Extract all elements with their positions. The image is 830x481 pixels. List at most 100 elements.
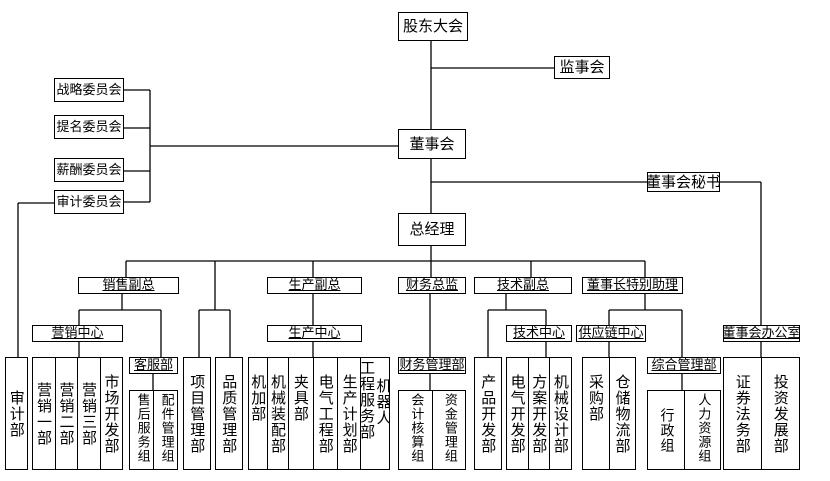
investment-dev-dept-label: 投资发展部: [771, 373, 790, 454]
solution-dev-dept-label: 方案开发部: [530, 374, 549, 454]
quality-mgmt-dept-box[interactable]: 品质管理部: [215, 357, 243, 470]
product-dev-dept-box[interactable]: 产品开发部: [474, 357, 502, 470]
product-dev-dept-label: 产品开发部: [479, 373, 498, 454]
purchasing-dept[interactable]: 采购部: [583, 358, 609, 469]
general-mgmt-label: 综合管理部: [651, 358, 717, 373]
nomination-committee-box[interactable]: 提名委员会: [54, 115, 124, 139]
audit-committee-box[interactable]: 审计委员会: [54, 190, 124, 214]
board-office-box[interactable]: 董事会办公室: [723, 325, 800, 342]
marketing-dept-2[interactable]: 营销二部: [54, 358, 78, 469]
marketing-dept-1[interactable]: 营销一部: [33, 358, 55, 469]
customer-service-box[interactable]: 客服部: [129, 357, 178, 374]
audit-dept-label: 审计部: [7, 389, 26, 438]
marketing-depts-group: 营销一部 营销二部 营销三部 市场开发部: [32, 357, 123, 470]
purchasing-dept-label: 采购部: [587, 374, 605, 422]
production-planning-dept[interactable]: 生产计划部: [337, 358, 360, 469]
quality-mgmt-dept-label: 品质管理部: [220, 373, 239, 454]
production-center-label: 生产中心: [288, 326, 341, 341]
supervisory-board-box[interactable]: 监事会: [554, 56, 610, 79]
marketing-dept-2-label: 营销二部: [57, 381, 76, 446]
marketing-center-label: 营销中心: [51, 326, 104, 341]
tech-center-box[interactable]: 技术中心: [506, 325, 572, 342]
general-mgmt-groups: 行政组 人力资源组: [647, 390, 721, 470]
tech-vp-label: 技术副总: [496, 278, 549, 293]
parts-mgmt-group[interactable]: 配件管理组: [153, 391, 177, 469]
finance-mgmt-box[interactable]: 财务管理部: [398, 357, 466, 374]
machining-dept-label: 机加部: [249, 374, 267, 422]
machining-dept[interactable]: 机加部: [249, 358, 267, 469]
electrical-dev-dept[interactable]: 电气开发部: [507, 358, 528, 469]
hr-group[interactable]: 人力资源组: [683, 391, 721, 469]
warehouse-logistics-dept-label: 仓储物流部: [613, 374, 632, 454]
project-mgmt-dept-box[interactable]: 项目管理部: [183, 357, 211, 470]
shareholders-meeting-box[interactable]: 股东大会: [398, 12, 468, 41]
general-manager-label: 总经理: [409, 220, 455, 238]
cfo-box[interactable]: 财务总监: [398, 277, 466, 294]
robot-eng-service-dept[interactable]: 工程服务部 机器人: [360, 358, 389, 469]
board-secretary-box[interactable]: 董事会秘书: [647, 172, 720, 192]
market-dev-dept[interactable]: 市场开发部: [99, 358, 123, 469]
marketing-dept-3-label: 营销三部: [80, 381, 98, 446]
supply-chain-center-box[interactable]: 供应链中心: [576, 325, 646, 342]
compensation-committee-box[interactable]: 薪酬委员会: [54, 158, 124, 182]
supply-chain-center-label: 供应链中心: [578, 326, 644, 341]
production-depts-group: 机加部 机械装配部 夹具部 电气工程部 生产计划部 工程服务部 机器人: [248, 357, 390, 470]
production-vp-label: 生产副总: [288, 278, 341, 293]
admin-group[interactable]: 行政组: [648, 391, 684, 469]
accounting-group[interactable]: 会计核算组: [399, 391, 432, 469]
compensation-committee-label: 薪酬委员会: [56, 162, 122, 178]
shareholders-meeting-label: 股东大会: [402, 17, 463, 35]
marketing-dept-3[interactable]: 营销三部: [77, 358, 100, 469]
cfo-label: 财务总监: [405, 278, 458, 293]
mech-design-dept[interactable]: 机械设计部: [549, 358, 571, 469]
general-mgmt-box[interactable]: 综合管理部: [647, 357, 721, 374]
sales-vp-box[interactable]: 销售副总: [78, 277, 179, 294]
board-of-directors-label: 董事会: [409, 134, 455, 153]
chair-assistant-box[interactable]: 董事长特别助理: [582, 277, 683, 294]
accounting-group-label: 会计核算组: [408, 393, 424, 463]
electrical-eng-dept-label: 电气工程部: [316, 374, 335, 454]
production-planning-dept-label: 生产计划部: [340, 374, 359, 454]
treasury-group[interactable]: 资金管理组: [431, 391, 466, 469]
solution-dev-dept[interactable]: 方案开发部: [527, 358, 550, 469]
nomination-committee-label: 提名委员会: [56, 119, 122, 135]
supervisory-board-label: 监事会: [559, 58, 605, 76]
eng-service-dept-label: 工程服务部: [360, 360, 377, 440]
electrical-dev-dept-label: 电气开发部: [508, 374, 527, 454]
after-sales-group-label: 售后服务组: [134, 393, 150, 463]
board-office-depts-group: 证券法务部 投资发展部: [723, 357, 800, 470]
audit-dept-box[interactable]: 审计部: [5, 357, 28, 470]
finance-mgmt-label: 财务管理部: [399, 358, 465, 373]
customer-service-groups: 售后服务组 配件管理组: [129, 390, 178, 470]
fixture-dept[interactable]: 夹具部: [287, 358, 313, 469]
admin-group-label: 行政组: [658, 407, 675, 453]
warehouse-logistics-dept[interactable]: 仓储物流部: [608, 358, 636, 469]
board-of-directors-box[interactable]: 董事会: [398, 129, 466, 159]
hr-group-label: 人力资源组: [695, 393, 711, 463]
supply-depts-group: 采购部 仓储物流部: [582, 357, 636, 470]
securities-legal-dept[interactable]: 证券法务部: [724, 358, 761, 469]
mech-assembly-dept[interactable]: 机械装配部: [266, 358, 288, 469]
production-center-box[interactable]: 生产中心: [267, 325, 362, 342]
tech-vp-box[interactable]: 技术副总: [474, 277, 572, 294]
securities-legal-dept-label: 证券法务部: [733, 373, 752, 454]
after-sales-group[interactable]: 售后服务组: [130, 391, 153, 469]
tech-depts-group: 电气开发部 方案开发部 机械设计部: [506, 357, 572, 470]
general-manager-box[interactable]: 总经理: [398, 213, 466, 246]
tech-center-label: 技术中心: [512, 326, 565, 341]
marketing-center-box[interactable]: 营销中心: [32, 325, 123, 342]
treasury-group-label: 资金管理组: [441, 393, 457, 463]
sales-vp-label: 销售副总: [102, 278, 155, 293]
parts-mgmt-group-label: 配件管理组: [158, 393, 174, 463]
board-office-label: 董事会办公室: [723, 326, 800, 341]
audit-committee-label: 审计委员会: [56, 194, 122, 210]
production-vp-box[interactable]: 生产副总: [267, 277, 362, 294]
mech-design-dept-label: 机械设计部: [551, 374, 570, 454]
customer-service-label: 客服部: [133, 358, 173, 373]
marketing-dept-1-label: 营销一部: [35, 381, 53, 446]
investment-dev-dept[interactable]: 投资发展部: [761, 358, 799, 469]
market-dev-dept-label: 市场开发部: [102, 373, 121, 454]
strategy-committee-box[interactable]: 战略委员会: [54, 78, 124, 102]
electrical-eng-dept[interactable]: 电气工程部: [312, 358, 338, 469]
